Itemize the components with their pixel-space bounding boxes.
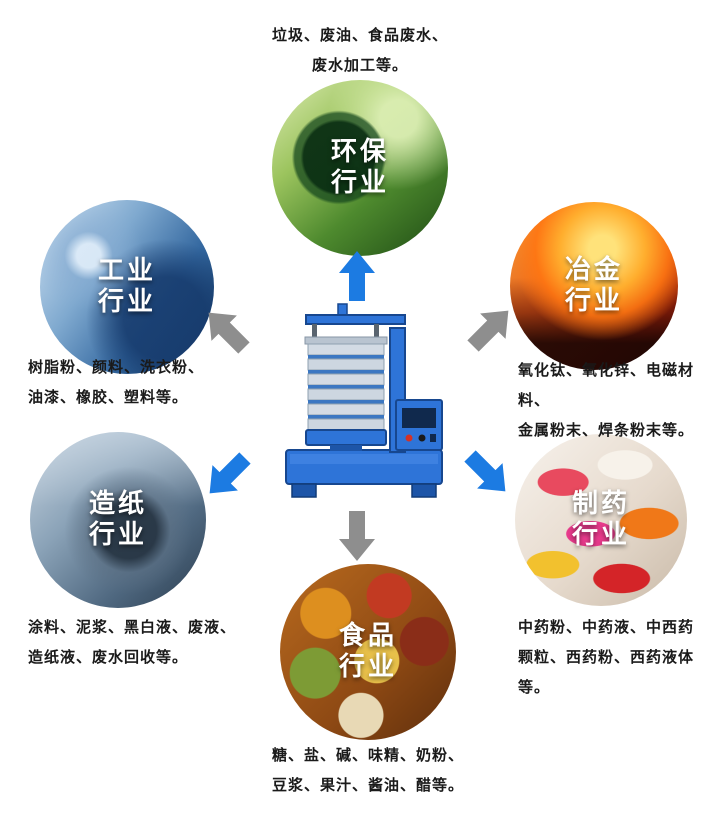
title-line: 行业	[97, 287, 156, 317]
metallurgy-industry-circle: 冶金 行业	[510, 202, 678, 370]
desc-line: 涂料、泥浆、黑白液、废液、	[28, 618, 237, 636]
industrial-industry-title: 工业 行业	[98, 256, 156, 318]
arrow-upper-left-icon	[208, 312, 250, 354]
desc-line: 树脂粉、颜料、洗衣粉、	[28, 358, 205, 376]
papermaking-industry-circle: 造纸 行业	[30, 432, 206, 608]
desc-line: 油漆、橡胶、塑料等。	[28, 388, 189, 406]
title-line: 制药	[571, 488, 630, 519]
title-line: 环保	[330, 136, 389, 167]
pharmaceutical-desc: 中药粉、中药液、中西药 颗粒、西药粉、西药液体等。	[518, 612, 718, 702]
desc-line: 垃圾、废油、食品废水、	[271, 26, 448, 44]
desc-line: 废水加工等。	[311, 56, 408, 74]
title-line: 行业	[571, 520, 630, 550]
metallurgy-desc: 氧化钛、氧化锌、电磁材料、 金属粉末、焊条粉末等。	[518, 355, 718, 445]
title-line: 行业	[564, 286, 623, 316]
arrow-down-icon	[339, 511, 375, 561]
arrow-lower-left-icon	[209, 452, 251, 494]
desc-line: 金属粉末、焊条粉末等。	[518, 421, 695, 439]
papermaking-industry-title: 造纸 行业	[89, 489, 147, 551]
environmental-industry-circle: 环保 行业	[272, 80, 448, 256]
title-line: 行业	[330, 168, 389, 198]
title-line: 行业	[88, 520, 147, 550]
title-line: 行业	[338, 652, 397, 682]
title-line: 工业	[97, 255, 156, 286]
industrial-desc: 树脂粉、颜料、洗衣粉、 油漆、橡胶、塑料等。	[28, 352, 243, 412]
desc-line: 豆浆、果汁、酱油、醋等。	[271, 776, 464, 794]
papermaking-desc: 涂料、泥浆、黑白液、废液、 造纸液、废水回收等。	[28, 612, 248, 672]
pharmaceutical-industry-title: 制药 行业	[572, 489, 630, 551]
food-industry-title: 食品 行业	[339, 621, 397, 683]
food-industry-circle: 食品 行业	[280, 564, 456, 740]
metallurgy-industry-title: 冶金 行业	[565, 255, 623, 317]
sieve-machine-icon	[285, 303, 443, 498]
desc-line: 氧化钛、氧化锌、电磁材料、	[518, 361, 695, 409]
arrow-up-icon	[339, 251, 375, 301]
desc-line: 造纸液、废水回收等。	[28, 648, 189, 666]
arrow-upper-right-icon	[467, 310, 509, 352]
environmental-desc: 垃圾、废油、食品废水、 废水加工等。	[200, 20, 520, 80]
desc-line: 颗粒、西药粉、西药液体等。	[518, 648, 695, 696]
title-line: 冶金	[564, 254, 623, 285]
title-line: 造纸	[88, 488, 147, 519]
food-desc: 糖、盐、碱、味精、奶粉、 豆浆、果汁、酱油、醋等。	[228, 740, 508, 800]
title-line: 食品	[338, 620, 397, 651]
environmental-industry-title: 环保 行业	[331, 137, 389, 199]
desc-line: 中药粉、中药液、中西药	[518, 618, 695, 636]
industrial-industry-circle: 工业 行业	[40, 200, 214, 374]
arrow-lower-right-icon	[464, 450, 506, 492]
pharmaceutical-industry-circle: 制药 行业	[515, 434, 687, 606]
desc-line: 糖、盐、碱、味精、奶粉、	[271, 746, 464, 764]
